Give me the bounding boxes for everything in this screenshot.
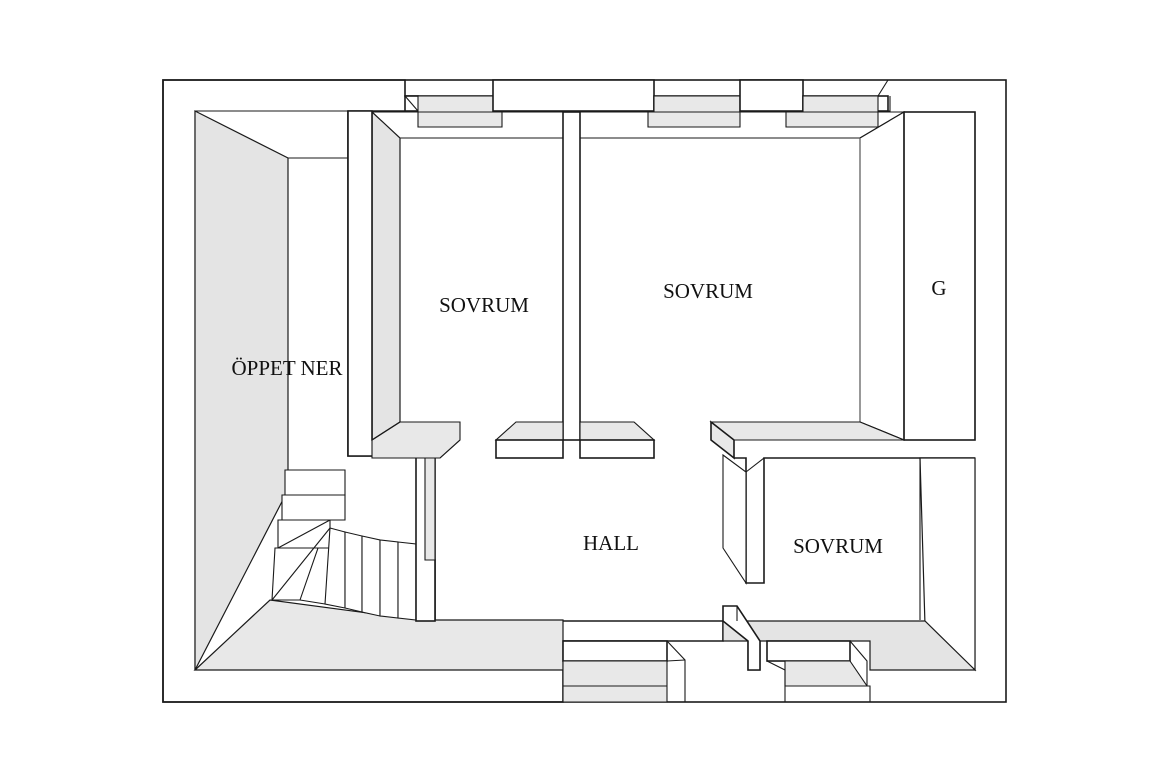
- open-below-void: [193, 110, 564, 671]
- room-label-bedroom-2: SOVRUM: [663, 279, 753, 303]
- bedroom-3: [722, 453, 976, 672]
- partition-wall: [494, 111, 656, 459]
- room-label-bedroom-1: SOVRUM: [439, 293, 529, 317]
- room-label-bedroom-3: SOVRUM: [793, 534, 883, 558]
- room-label-wardrobe: G: [931, 276, 946, 300]
- wardrobe: [903, 111, 976, 441]
- room-label-hall: HALL: [583, 531, 639, 555]
- bedroom-1: [347, 110, 563, 459]
- top-windows: [404, 79, 891, 128]
- staircase: [271, 455, 436, 622]
- room-label-open-below: ÖPPET NER: [231, 356, 342, 380]
- bottom-windows: [562, 605, 977, 703]
- bedroom-2: [580, 110, 905, 460]
